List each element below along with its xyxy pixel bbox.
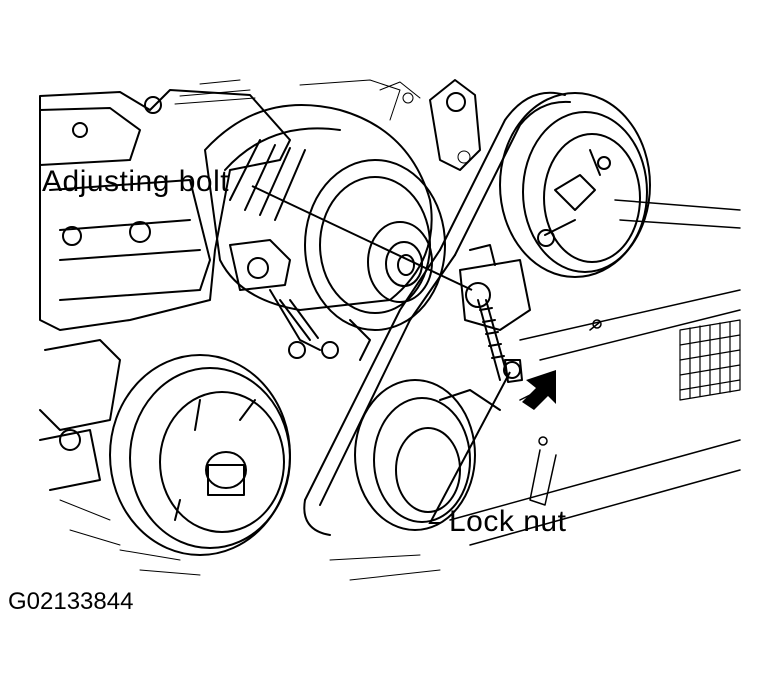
crankshaft-pulley: [354, 379, 501, 531]
drive-belt: [303, 91, 571, 536]
adjusting-bolt-leader: [251, 185, 473, 291]
lock-nut-label: Lock nut: [449, 505, 567, 538]
lock-nut-arrow: [522, 370, 556, 410]
lock-nut-leader: [428, 371, 511, 524]
radiator-mesh: [679, 319, 741, 401]
engine-block: [39, 89, 291, 491]
alternator-bracket: [229, 239, 371, 361]
valve-cover: [174, 79, 471, 164]
radiator-frame: [449, 199, 741, 546]
power-steering-pulley: [109, 354, 291, 556]
alternator: [204, 104, 446, 331]
figure-code: G02133844: [8, 588, 134, 615]
upper-bracket: [429, 79, 481, 171]
ac-compressor-pulley: [499, 92, 651, 278]
adjusting-bolt: [459, 244, 531, 383]
shading-lines: [59, 499, 441, 581]
adjusting-bolt-label: Adjusting bolt: [42, 165, 230, 198]
